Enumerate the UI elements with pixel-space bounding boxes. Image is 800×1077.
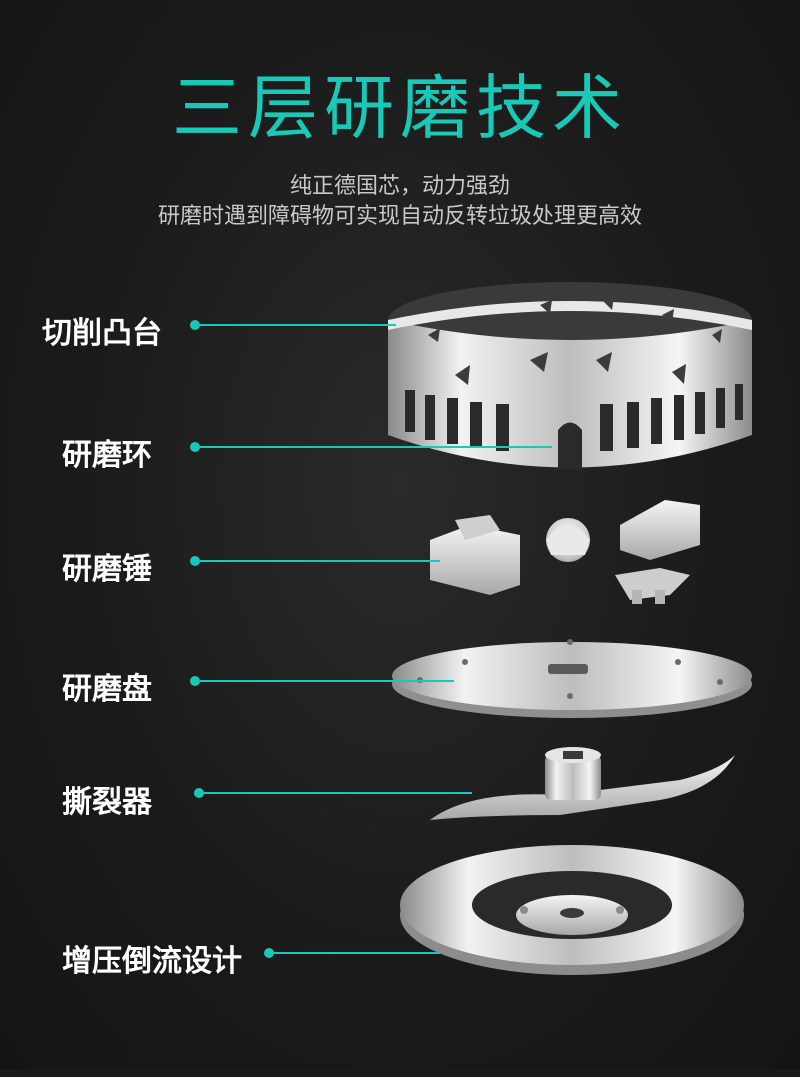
footer-strip xyxy=(0,1069,800,1077)
pointer-dot xyxy=(194,788,204,798)
label-shredder: 撕裂器 xyxy=(62,785,152,820)
shredder-part xyxy=(430,747,735,820)
pointer-line xyxy=(204,792,472,794)
pointer-dot xyxy=(264,948,274,958)
subtitle-line-1: 纯正德国芯，动力强劲 xyxy=(289,174,510,199)
pointer-line xyxy=(200,446,552,448)
pointer-dot xyxy=(190,676,200,686)
label-grinding-disc: 研磨盘 xyxy=(62,672,152,707)
pointer-dot xyxy=(190,442,200,452)
subtitle-line-2: 研磨时遇到障碍物可实现自动反转垃圾处理更高效 xyxy=(157,204,642,229)
pointer-dot xyxy=(190,556,200,566)
label-pressure-backflow: 增压倒流设计 xyxy=(62,944,242,979)
pointer-line xyxy=(200,560,440,562)
pointer-line xyxy=(200,680,454,682)
cutting-ring-part xyxy=(388,282,752,470)
label-cutting-boss: 切削凸台 xyxy=(42,316,162,351)
pointer-line xyxy=(274,952,440,954)
pointer-line xyxy=(200,324,396,326)
grinding-disc-part xyxy=(392,639,752,718)
label-grinding-ring: 研磨环 xyxy=(62,438,152,473)
grinding-hammers-part xyxy=(430,500,700,604)
pointer-dot xyxy=(190,320,200,330)
label-grinding-hammer: 研磨锤 xyxy=(62,552,152,587)
backflow-plate-part xyxy=(400,845,744,975)
page-title: 三层研磨技术 xyxy=(172,67,628,149)
